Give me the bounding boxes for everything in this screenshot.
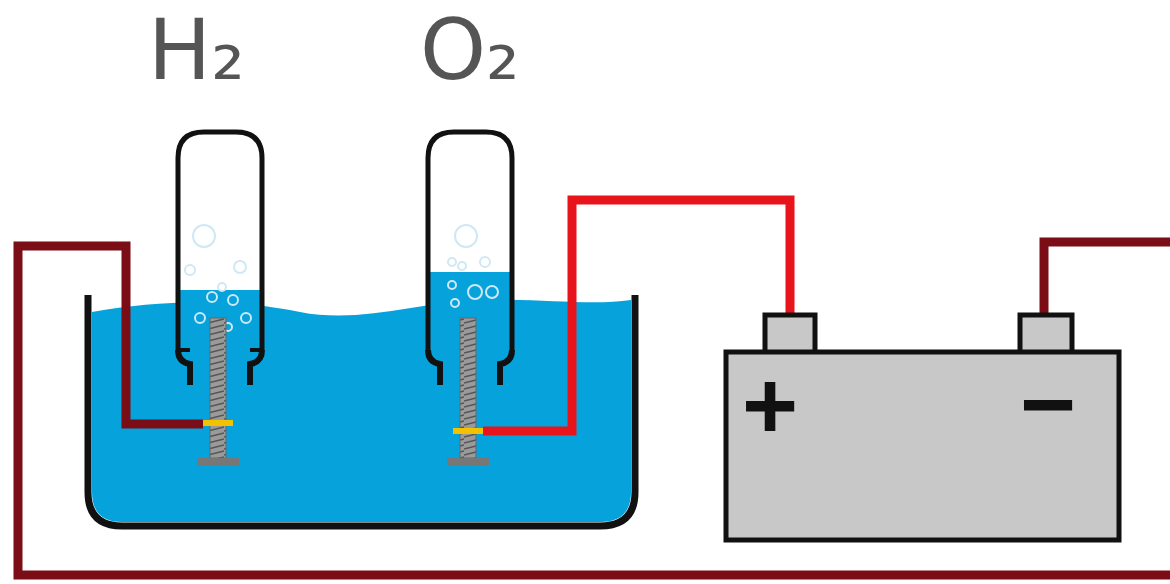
gas-label: H₂ <box>148 8 245 92</box>
terminal-sign: + <box>742 358 798 454</box>
gas-bubbles <box>185 225 498 331</box>
negative-wire <box>18 246 1170 575</box>
battery <box>726 315 1119 540</box>
water <box>92 300 631 522</box>
terminal-sign: − <box>1020 356 1076 452</box>
tank <box>88 295 635 526</box>
negative-wire <box>1044 242 1170 322</box>
gas-label: O₂ <box>420 8 520 92</box>
electrodes <box>197 318 489 466</box>
